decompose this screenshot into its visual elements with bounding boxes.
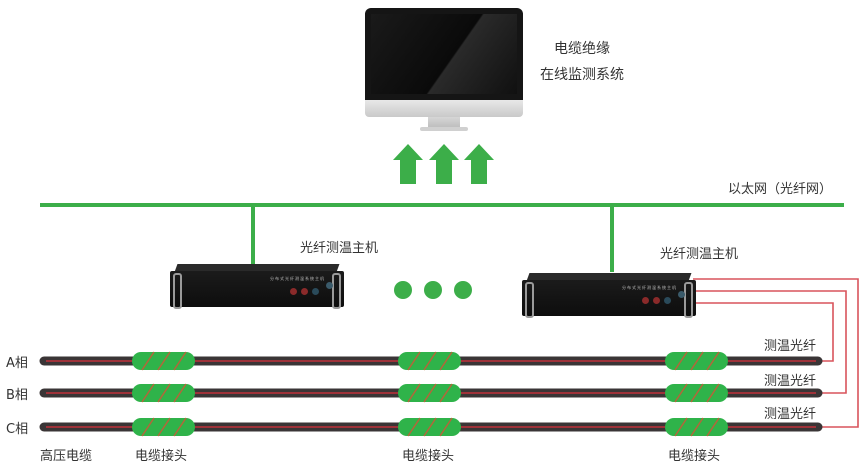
fiber-wrap [141,351,155,371]
rack-handle [684,282,693,318]
joint-label-3: 电缆接头 [668,449,721,464]
port-icon [653,297,660,304]
uplink-arrows [393,144,494,184]
uplink-arrow-icon [429,144,459,184]
fiber-line-c [693,278,859,428]
fiber-wrap [423,383,437,403]
fiber-wrap [706,383,720,403]
monitor-bezel [365,8,523,100]
fiber-label-b: 测温光纤 [764,374,817,389]
fiber-wrap [423,351,437,371]
fiber-wrap [439,417,453,437]
fiber-wrap [141,417,155,437]
fiber-line-b [693,290,847,394]
rack-handle [173,273,182,309]
ellipsis-dot [424,281,442,299]
host-label-1: 光纤测温主机 [300,241,379,256]
fiber-wrap [690,383,704,403]
port-icon [326,282,333,289]
port-icon [290,288,297,295]
panel-text: 分布式光纤测温系统主机 [270,276,325,281]
monitor-foot [420,127,468,131]
fiber-wrap [439,383,453,403]
joint-label-1: 电缆接头 [135,449,188,464]
fiber-wrap [706,351,720,371]
fiber-wrap [674,417,688,437]
monitor [365,8,523,132]
ellipsis-dot [394,281,412,299]
panel-text: 分布式光纤测温系统主机 [622,285,677,290]
rack-handle [525,282,534,318]
fiber-temp-host-1: 分布式光纤测温系统主机 [168,264,346,312]
fiber-line-a [693,302,834,362]
fiber-wrap [439,351,453,371]
fiber-wrap [706,417,720,437]
phase-label-a: A相 [6,356,28,371]
fiber-wrap [173,383,187,403]
phase-label-c: C相 [6,422,29,437]
fiber-label-a: 测温光纤 [764,339,817,354]
uplink-arrow-icon [464,144,494,184]
monitor-screen [371,14,517,94]
fiber-label-c: 测温光纤 [764,407,817,422]
joint-label-2: 电缆接头 [402,449,455,464]
system-title-line1: 电缆绝缘 [554,41,610,57]
port-icon [312,288,319,295]
port-icon [642,297,649,304]
fiber-wrap [173,351,187,371]
cable-label: 高压电缆 [40,449,93,464]
fiber-wrap [157,417,171,437]
fiber-wrap [407,351,421,371]
fiber-wrap [674,351,688,371]
ethernet-label: 以太网（光纤网） [728,182,833,197]
monitor-chin [365,100,523,117]
fiber-wrap [173,417,187,437]
port-icon [664,297,671,304]
port-icon [678,291,685,298]
fiber-wrap [674,383,688,403]
phase-label-b: B相 [6,388,28,403]
fiber-wrap [157,351,171,371]
fiber-temp-host-2: 分布式光纤测温系统主机 [520,273,698,321]
ellipsis-dot [454,281,472,299]
fiber-wrap [157,383,171,403]
monitor-stand [428,117,460,128]
fiber-wrap [407,417,421,437]
system-title-line2: 在线监测系统 [540,67,624,83]
host-label-2: 光纤测温主机 [660,247,739,262]
fiber-wrap [690,417,704,437]
fiber-wrap [141,383,155,403]
system-title: 电缆绝缘 在线监测系统 [540,36,624,88]
rack-handle [332,273,341,309]
uplink-arrow-icon [393,144,423,184]
port-icon [301,288,308,295]
fiber-wrap [690,351,704,371]
fiber-wrap [407,383,421,403]
fiber-wrap [423,417,437,437]
